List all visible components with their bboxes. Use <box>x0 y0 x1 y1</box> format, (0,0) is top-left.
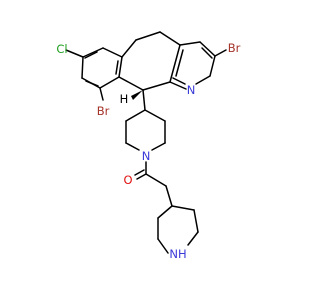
pyridine-ring <box>169 41 216 90</box>
chlorobromobenzene-ring <box>81 47 123 89</box>
stereo-hash-bond <box>131 90 143 100</box>
carbonyl-oxygen-label: O <box>123 173 132 187</box>
piperidine-ring <box>125 109 166 151</box>
structure-drawing: Cl Br Br N H N O NH <box>56 31 241 261</box>
terminal-piperidine-ring <box>157 205 199 254</box>
amine-nh-label: NH <box>169 247 186 261</box>
molecule-canvas: Cl Br Br N H N O NH <box>56 31 241 261</box>
pyridine-nitrogen-label: N <box>187 83 196 97</box>
piperidine-nitrogen-label: N <box>142 149 151 163</box>
cycloheptane-bridge <box>118 31 181 91</box>
bromine-label-top: Br <box>228 41 241 55</box>
bromine-label-left: Br <box>97 104 110 118</box>
stereo-hydrogen-label: H <box>120 92 129 106</box>
chlorine-label: Cl <box>56 42 67 56</box>
bridge-to-piperidine-bond <box>142 89 146 111</box>
atom-labels: Cl Br Br N H N O NH <box>56 41 240 261</box>
substituent-bonds <box>65 49 227 101</box>
acyl-chain <box>134 161 173 207</box>
